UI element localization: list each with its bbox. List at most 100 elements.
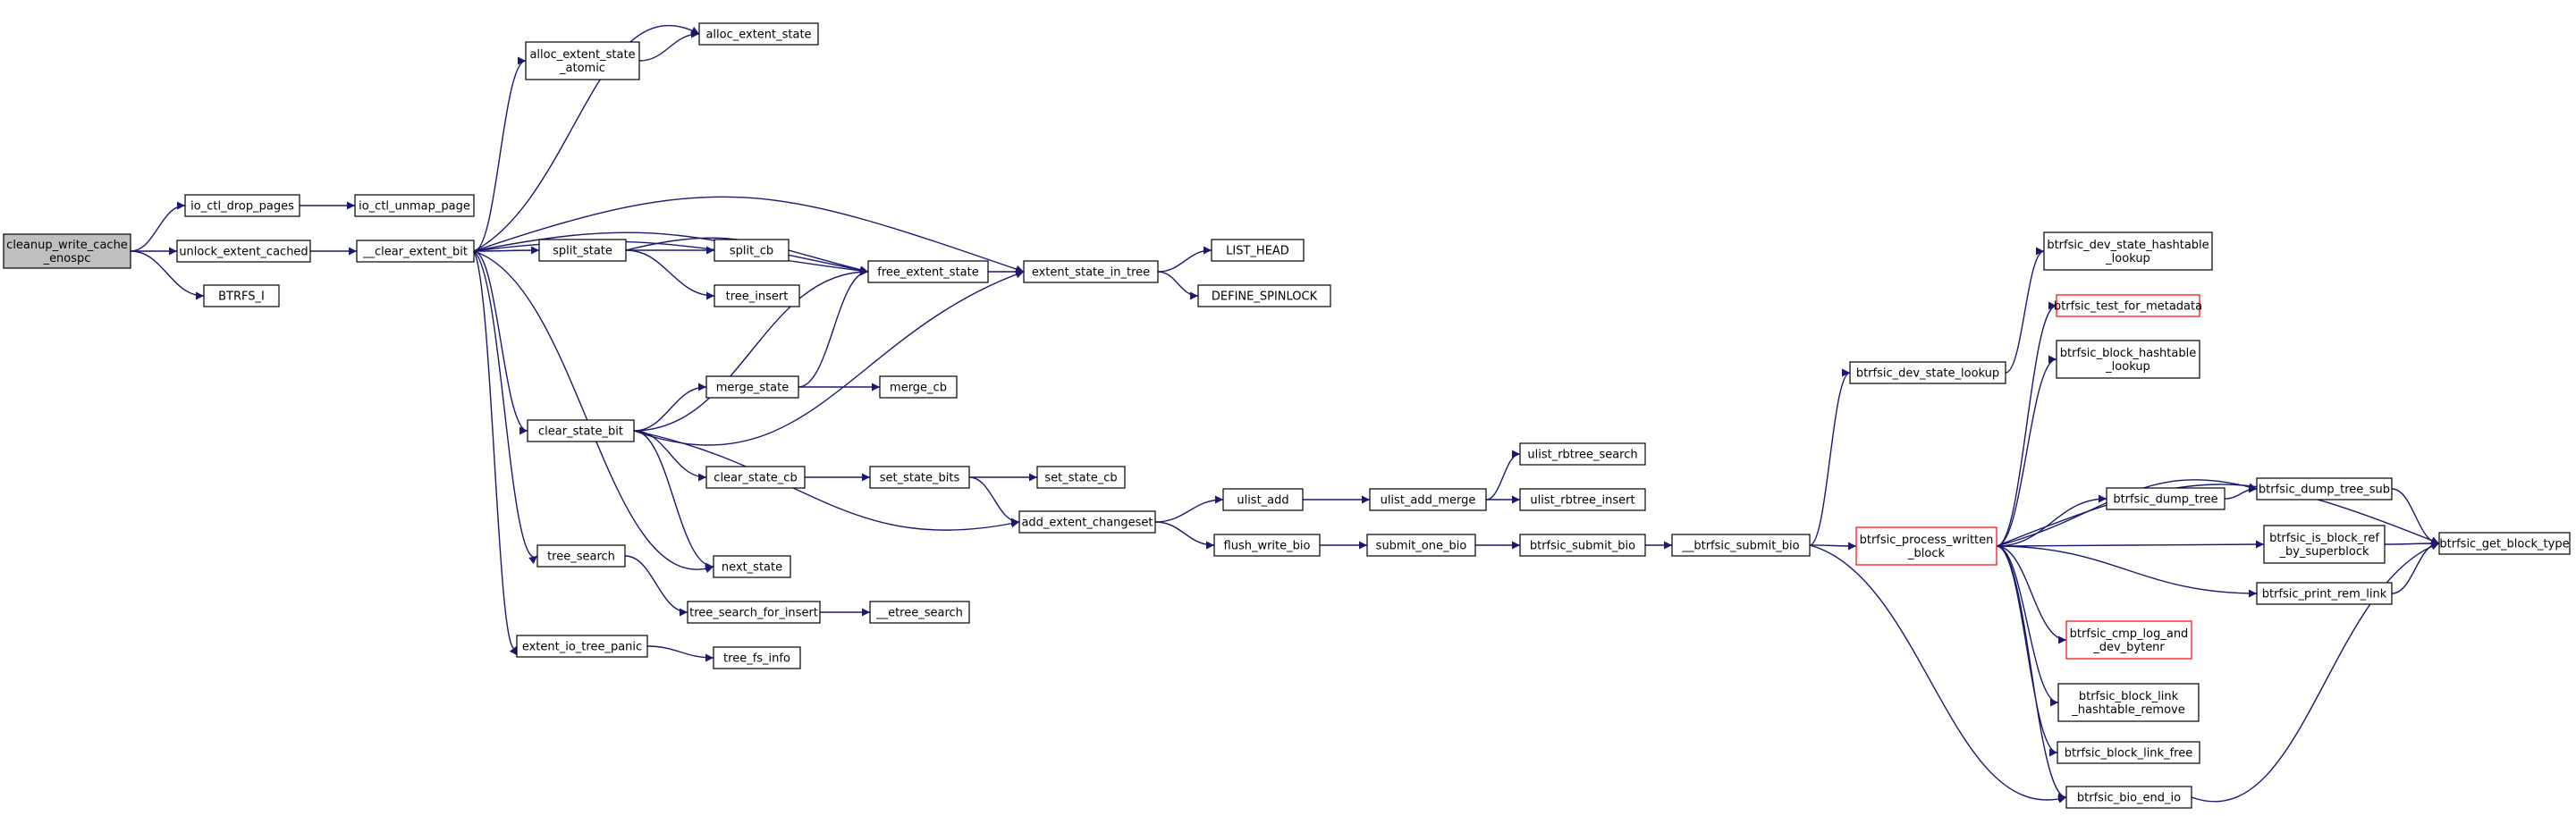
- edge-clear_extent_bit-to-extent_state_in_tree: [473, 196, 1025, 273]
- node-clear-extent-bit[interactable]: __clear_extent_bit: [356, 240, 475, 263]
- node-label: btrfsic_dev_state_hashtable: [2047, 239, 2209, 252]
- node-tree-insert[interactable]: tree_insert: [714, 284, 800, 307]
- node-flush-write-bio[interactable]: flush_write_bio: [1213, 534, 1321, 557]
- node-box: [1023, 260, 1159, 283]
- node-btrfsic-dump-tree-sub[interactable]: btrfsic_dump_tree_sub: [2256, 477, 2393, 501]
- edge-clear_extent_bit-to-free_extent_state: [473, 240, 869, 275]
- node-box: [1222, 488, 1304, 511]
- edge-set_state_bits-to-add_extent_changeset: [968, 476, 1020, 526]
- node-btrfsic-submit-bio2[interactable]: __btrfsic_submit_bio: [1671, 534, 1811, 557]
- node-label: _block: [1907, 547, 1945, 560]
- edge-clear_state_bit-to-free_extent_state: [633, 267, 869, 432]
- node-label: split_cb: [730, 245, 773, 258]
- node-label: unlock_extent_cached: [179, 246, 308, 259]
- node-btrfsic-block-link-hashtable-remove[interactable]: btrfsic_block_link_hashtable_remove: [2057, 683, 2200, 722]
- node-label: ulist_add: [1237, 494, 1288, 508]
- node-unlock-extent-cached[interactable]: unlock_extent_cached: [176, 240, 311, 263]
- node-ulist-rbtree-search[interactable]: ulist_rbtree_search: [1519, 442, 1646, 466]
- node-label: BTRFS_I: [218, 290, 265, 304]
- node-LIST-HEAD[interactable]: LIST_HEAD: [1211, 239, 1305, 262]
- node-box: [1519, 442, 1646, 466]
- node-box: [687, 601, 821, 624]
- node-submit-one-bio[interactable]: submit_one_bio: [1366, 534, 1476, 557]
- node-next-state[interactable]: next_state: [713, 555, 791, 578]
- node-label: __btrfsic_submit_bio: [1681, 540, 1799, 553]
- edge-clear_extent_bit-to-next_state: [473, 250, 714, 574]
- node-cleanup[interactable]: cleanup_write_cache_enospc: [3, 233, 131, 269]
- node-box: [1197, 284, 1331, 307]
- node-label: submit_one_bio: [1376, 540, 1467, 553]
- node-clear-state-bit[interactable]: clear_state_bit: [527, 419, 635, 442]
- node-extent-io-tree-panic[interactable]: extent_io_tree_panic: [516, 635, 648, 658]
- node-ulist-rbtree-insert[interactable]: ulist_rbtree_insert: [1519, 488, 1646, 511]
- node-alloc-extent-state[interactable]: alloc_extent_state: [698, 22, 819, 46]
- edge-alloc_extent_state_atomic-to-alloc_extent_state: [638, 29, 700, 62]
- node-alloc-extent-state-atomic[interactable]: alloc_extent_state_atomic: [525, 41, 640, 80]
- node-btrfsic-test-for-metadata[interactable]: btrfsic_test_for_metadata: [2054, 294, 2202, 317]
- node-btrfsic-submit-bio[interactable]: btrfsic_submit_bio: [1519, 534, 1646, 557]
- node-btrfsic-dev-state-lookup[interactable]: btrfsic_dev_state_lookup: [1849, 361, 2006, 384]
- edge-btrfsic_process_written_block-to-btrfsic_block_link_hashtable_remove: [1996, 545, 2059, 707]
- node-label: btrfsic_dev_state_lookup: [1856, 367, 1999, 381]
- node-set-state-bits[interactable]: set_state_bits: [869, 466, 970, 489]
- node-tree-search[interactable]: tree_search: [536, 544, 626, 568]
- edge-clear_state_bit-to-add_extent_changeset: [633, 430, 1020, 531]
- node-set-state-cb[interactable]: set_state_cb: [1036, 466, 1126, 489]
- node-merge-state[interactable]: merge_state: [705, 375, 799, 399]
- node-label: merge_cb: [890, 382, 947, 395]
- node-btrfsic-get-block-type[interactable]: btrfsic_get_block_type: [2438, 532, 2571, 555]
- node-merge-cb[interactable]: merge_cb: [879, 375, 958, 399]
- edge-btrfsic_dev_state_lookup-to-btrfsic_dev_state_hashtable_lookup: [2005, 247, 2045, 374]
- node-BTRFS-I[interactable]: BTRFS_I: [203, 284, 280, 307]
- node-box: [2056, 294, 2200, 317]
- edge-btrfsic_dump_tree_sub-to-btrfsic_get_block_type: [2391, 488, 2440, 548]
- node-label: btrfsic_test_for_metadata: [2054, 300, 2202, 314]
- node-label: DEFINE_SPINLOCK: [1212, 290, 1318, 304]
- node-label: _atomic: [559, 62, 605, 75]
- node-btrfsic-block-link-free[interactable]: btrfsic_block_link_free: [2057, 741, 2200, 764]
- node-clear-state-cb[interactable]: clear_state_cb: [705, 466, 806, 489]
- node-btrfsic-dump-tree[interactable]: btrfsic_dump_tree: [2106, 487, 2225, 510]
- node-box: [713, 555, 791, 578]
- node-tree-fs-info[interactable]: tree_fs_info: [713, 646, 801, 669]
- node-free-extent-state[interactable]: free_extent_state: [867, 260, 989, 283]
- node-label: cleanup_write_cache: [6, 239, 128, 252]
- node-ulist-add[interactable]: ulist_add: [1222, 488, 1304, 511]
- edge-btrfsic_submit_bio2-to-btrfsic_process_written_block: [1809, 542, 1857, 551]
- edge-btrfsic_process_written_block-to-btrfsic_bio_end_io: [1996, 545, 2067, 802]
- node-btrfsic-cmp-log-and-dev-bytenr[interactable]: btrfsic_cmp_log_and_dev_bytenr: [2065, 620, 2192, 660]
- nodes-layer: cleanup_write_cache_enospc io_ctl_drop_pa…: [3, 22, 2571, 809]
- node-label: btrfsic_block_link_free: [2065, 747, 2192, 761]
- edge-btrfsic_bio_end_io-to-btrfsic_get_block_type: [2191, 542, 2440, 803]
- node-box: [1036, 466, 1126, 489]
- node-btrfsic-print-rem-link[interactable]: btrfsic_print_rem_link: [2256, 582, 2393, 605]
- node-split-state[interactable]: split_state: [538, 239, 627, 262]
- node-label: clear_state_bit: [538, 425, 623, 439]
- node-btrfsic-dev-state-hashtable-lookup[interactable]: btrfsic_dev_state_hashtable_lookup: [2043, 231, 2213, 271]
- node-tree-search-for-insert[interactable]: tree_search_for_insert: [687, 601, 821, 624]
- node-label: flush_write_bio: [1224, 540, 1311, 553]
- node-btrfsic-bio-end-io[interactable]: btrfsic_bio_end_io: [2065, 786, 2192, 809]
- edge-clear_extent_bit-to-split_state: [473, 246, 540, 255]
- node-label: btrfsic_block_hashtable: [2060, 347, 2196, 360]
- edge-clear_state_bit-to-extent_state_in_tree: [633, 270, 1025, 446]
- node-btrfsic-block-hashtable-lookup[interactable]: btrfsic_block_hashtable_lookup: [2056, 340, 2200, 379]
- node-box: [536, 544, 626, 568]
- node-btrfsic-process-written-block[interactable]: btrfsic_process_written_block: [1855, 526, 1997, 566]
- node-etree-search[interactable]: __etree_search: [869, 601, 970, 624]
- node-ulist-add-merge[interactable]: ulist_add_merge: [1369, 488, 1487, 511]
- node-box: [527, 419, 635, 442]
- node-box: [1855, 526, 1997, 566]
- node-box: [714, 239, 790, 262]
- node-io-ctl-drop-pages[interactable]: io_ctl_drop_pages: [184, 194, 300, 217]
- node-DEFINE-SPINLOCK[interactable]: DEFINE_SPINLOCK: [1197, 284, 1331, 307]
- node-btrfsic-is-block-ref-by-superblock[interactable]: btrfsic_is_block_ref_by_superblock: [2263, 525, 2386, 564]
- node-extent-state-in-tree[interactable]: extent_state_in_tree: [1023, 260, 1159, 283]
- node-box: [1849, 361, 2006, 384]
- node-box: [2438, 532, 2571, 555]
- node-split-cb[interactable]: split_cb: [714, 239, 790, 262]
- node-io-ctl-unmap-page[interactable]: io_ctl_unmap_page: [354, 194, 475, 217]
- edge-extent_state_in_tree-to-LIST_HEAD: [1157, 246, 1212, 273]
- node-add-extent-changeset[interactable]: add_extent_changeset: [1018, 510, 1156, 534]
- node-box: [869, 466, 970, 489]
